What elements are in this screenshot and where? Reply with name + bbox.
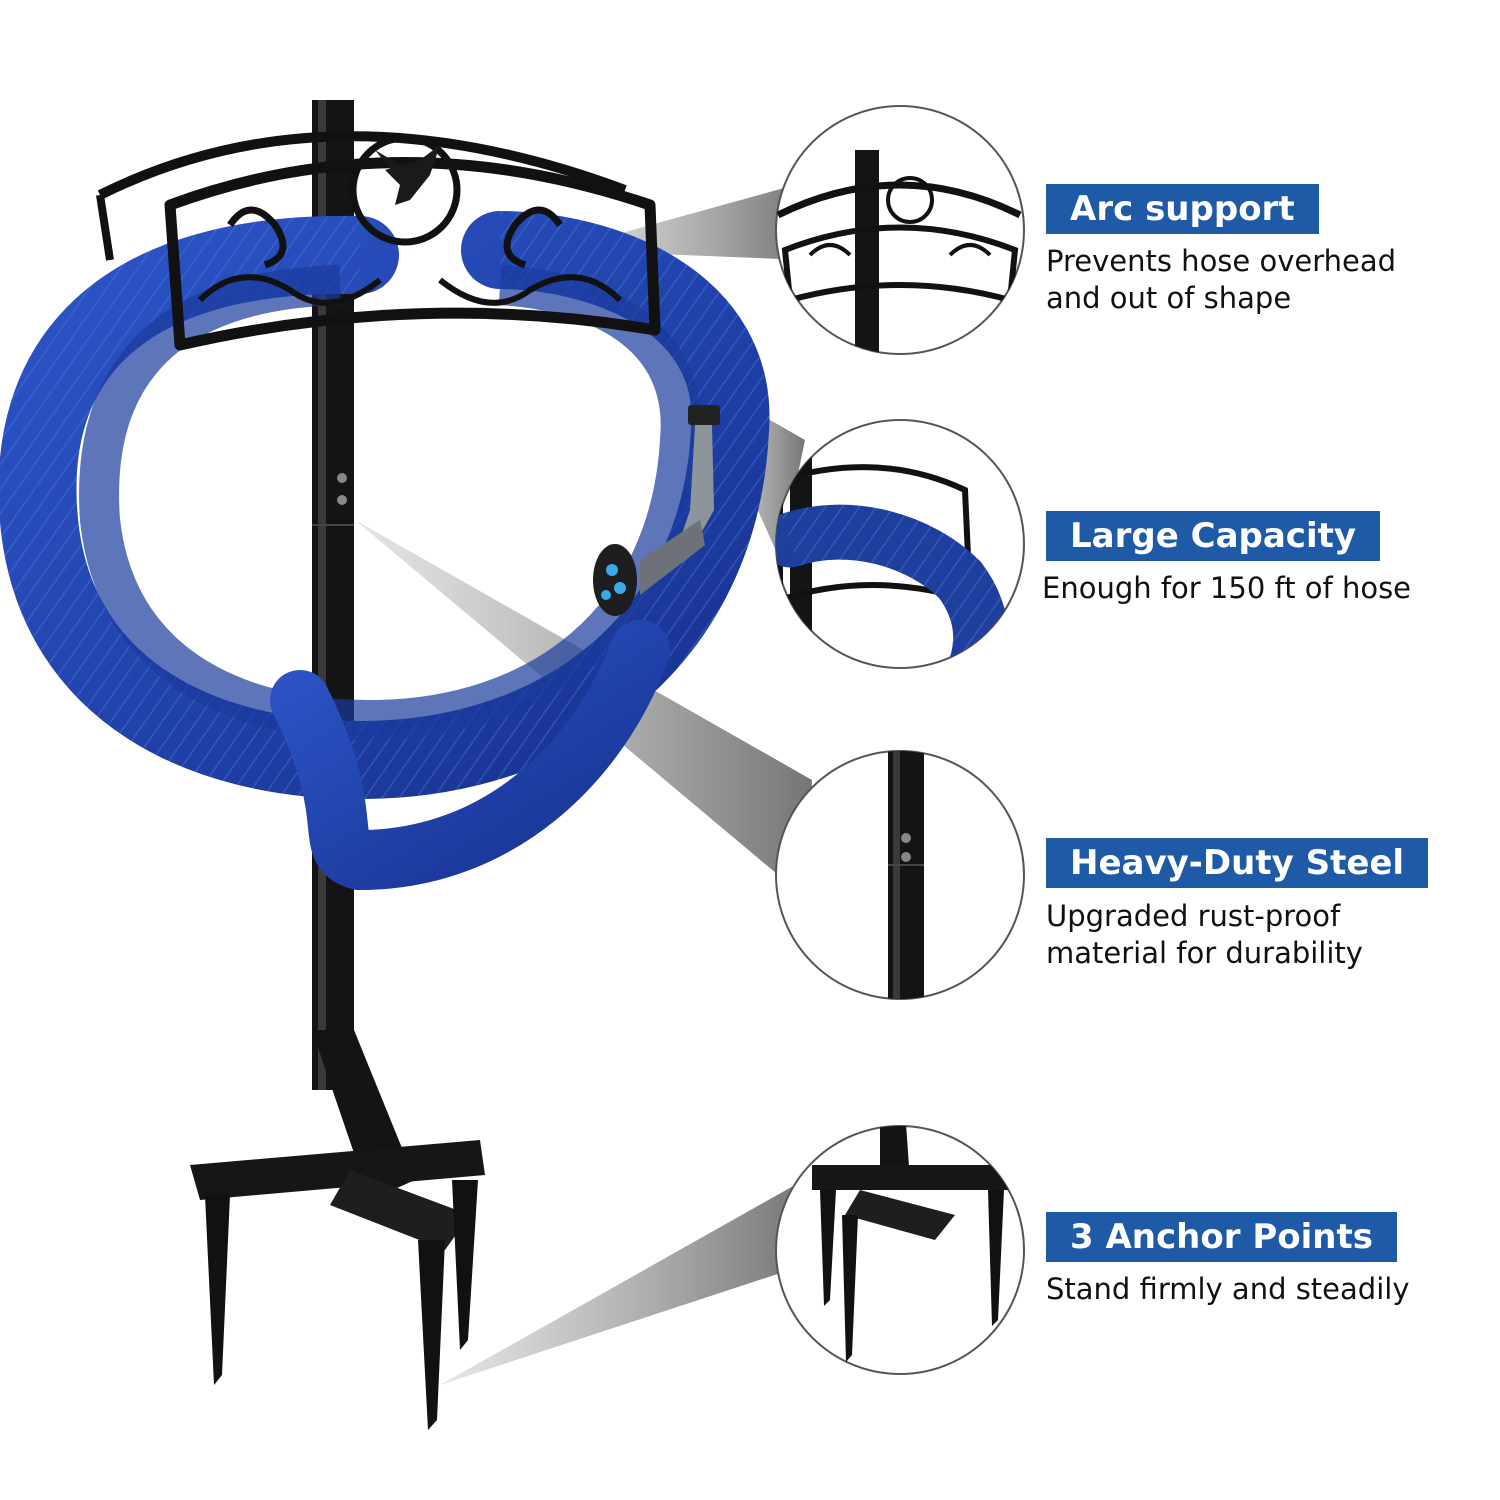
feature-title-heavy-duty-steel: Heavy-Duty Steel	[1046, 838, 1429, 888]
hose-coil	[0, 211, 770, 891]
feature-title-arc-support: Arc support	[1046, 184, 1319, 234]
feature-title-large-capacity: Large Capacity	[1046, 511, 1381, 561]
detail-circle-arc	[775, 105, 1025, 355]
bird-ornament-icon	[375, 145, 440, 205]
feature-desc-large-capacity: Enough for 150 ft of hose	[1042, 571, 1412, 605]
detail-circle-capacity	[775, 419, 1025, 669]
feature-desc-anchor-points: Stand firmly and steadily	[1046, 1272, 1410, 1306]
detail-circle-steel	[775, 750, 1025, 1000]
hose-holder	[0, 100, 770, 1430]
feature-desc-heavy-duty-steel: Upgraded rust-proof material for durabil…	[1046, 899, 1363, 970]
detail-circle-anchor	[775, 1125, 1025, 1375]
pointer-anchor	[440, 1185, 805, 1385]
spray-nozzle-icon	[593, 405, 720, 616]
stake-base	[190, 1030, 485, 1430]
feature-desc-arc-support: Prevents hose overhead and out of shape	[1046, 244, 1397, 315]
arc-cradle	[164, 134, 661, 351]
feature-title-anchor-points: 3 Anchor Points	[1046, 1212, 1397, 1262]
